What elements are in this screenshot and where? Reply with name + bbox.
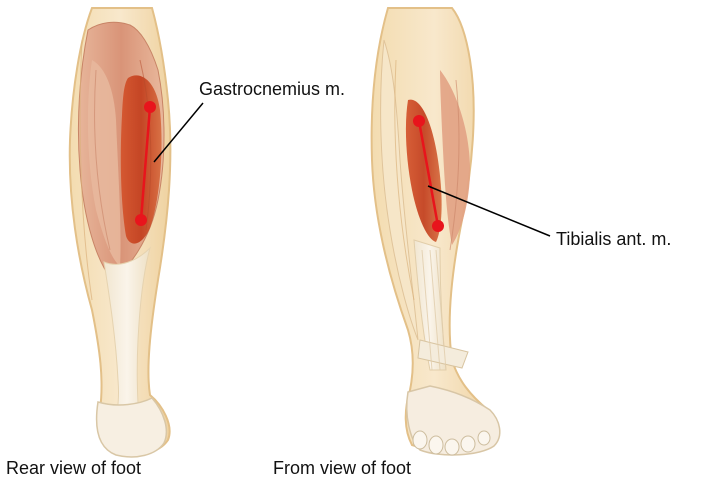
rear-view-caption: Rear view of foot [6,458,141,479]
rear-heel [97,398,167,457]
rear-leg [70,8,171,457]
front-view-caption: From view of foot [273,458,411,479]
gastrocnemius-marker-bottom [135,214,147,226]
tibialis-marker-top [413,115,425,127]
gastrocnemius-marker-top [144,101,156,113]
tibialis-label: Tibialis ant. m. [556,230,671,248]
tibialis-marker-bottom [432,220,444,232]
gastrocnemius-label: Gastrocnemius m. [199,80,345,98]
